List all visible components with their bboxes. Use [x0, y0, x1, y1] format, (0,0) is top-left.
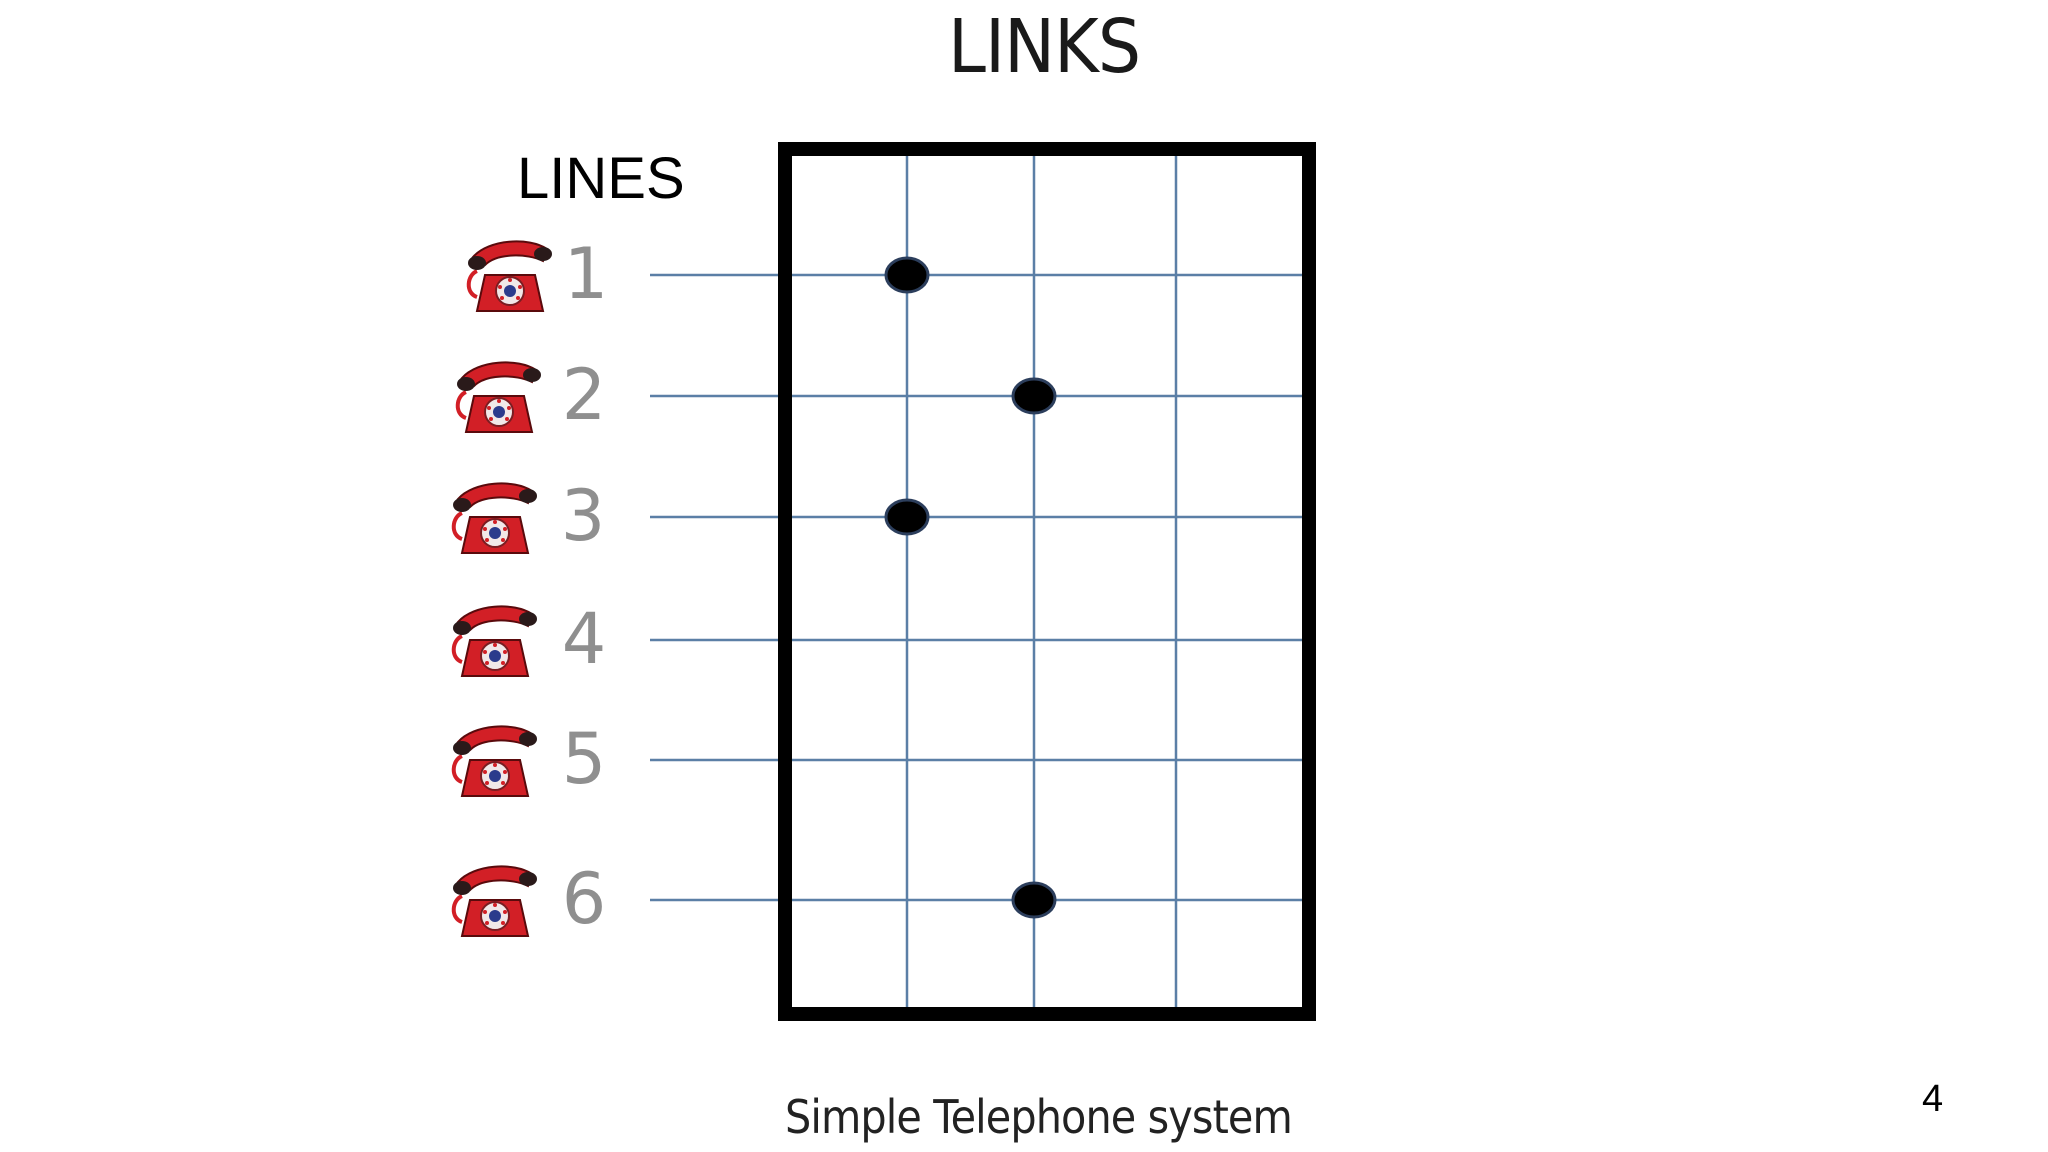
line-number-6: 6 [561, 858, 607, 940]
line-number-5: 5 [561, 718, 607, 800]
lines-title: LINES [517, 146, 685, 211]
line-number-4: 4 [561, 598, 607, 680]
crosspoint-dot-line-3 [884, 498, 930, 536]
line-number-1: 1 [563, 233, 609, 315]
telephone-icon [452, 356, 544, 436]
crosspoint-dot-line-1 [884, 256, 930, 294]
line-number-3: 3 [560, 475, 606, 557]
page-number: 4 [1922, 1078, 1944, 1120]
telephone-icon [448, 860, 540, 940]
crosspoint-dot-line-2 [1011, 377, 1057, 415]
telephone-icon [448, 720, 540, 800]
crosspoint-dot-line-6 [1011, 881, 1057, 919]
telephone-icon [448, 477, 540, 557]
telephone-icon [463, 235, 555, 315]
line-number-2: 2 [561, 354, 607, 436]
telephone-icon [448, 600, 540, 680]
diagram-caption: Simple Telephone system [785, 1090, 1293, 1144]
links-title: LINKS [948, 4, 1141, 90]
switch-frame [778, 142, 1316, 1021]
